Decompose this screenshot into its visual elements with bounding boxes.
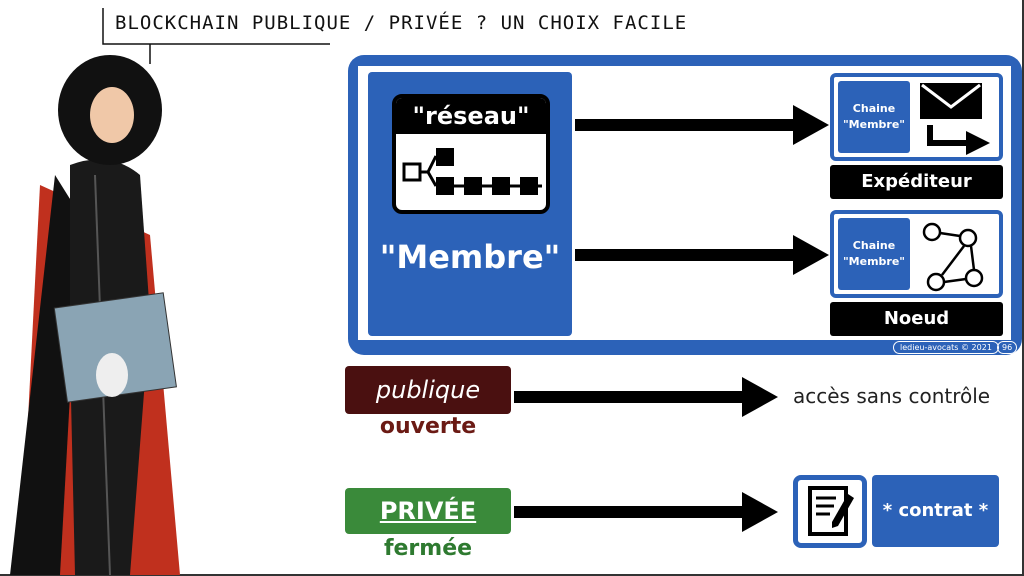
node-graph-icon <box>922 222 984 292</box>
private-sub: fermée <box>383 536 473 561</box>
node-label: Noeud <box>830 302 1003 336</box>
chain-member-chip: Chaine "Membre" <box>838 81 910 153</box>
envelope-send-icon <box>920 83 990 155</box>
arrow <box>575 249 795 261</box>
arrow <box>514 506 744 518</box>
signed-contract-icon <box>808 486 854 536</box>
character-illustration <box>10 55 180 575</box>
node-box: Chaine "Membre" <box>830 210 1003 298</box>
public-result: accès sans contrôle <box>793 384 991 408</box>
arrow <box>514 391 744 403</box>
page-number: 96 <box>997 341 1018 354</box>
public-sub: ouverte <box>379 414 477 439</box>
arrow-head <box>742 492 778 532</box>
network-label: "réseau" <box>396 98 546 134</box>
sender-label: Expéditeur <box>830 165 1003 199</box>
arrow-head <box>742 377 778 417</box>
copyright: ledieu-avocats © 2021 <box>893 341 999 354</box>
arrow-head <box>793 105 829 145</box>
network-tree-icon <box>402 148 542 195</box>
arrow-head <box>793 235 829 275</box>
contract-icon-box <box>793 475 867 548</box>
sender-box: Chaine "Membre" <box>830 73 1003 161</box>
contract-label: * contrat * <box>872 475 999 547</box>
member-label: "Membre" <box>379 238 561 276</box>
network-icon-card: "réseau" <box>392 94 550 214</box>
private-tag: PRIVÉE <box>345 488 511 534</box>
chain-member-chip: Chaine "Membre" <box>838 218 910 290</box>
arrow <box>575 119 795 131</box>
public-tag: publique <box>345 366 511 414</box>
speech-bubble-line <box>102 8 330 64</box>
slide-title: BLOCKCHAIN PUBLIQUE / PRIVÉE ? UN CHOIX … <box>115 12 688 34</box>
